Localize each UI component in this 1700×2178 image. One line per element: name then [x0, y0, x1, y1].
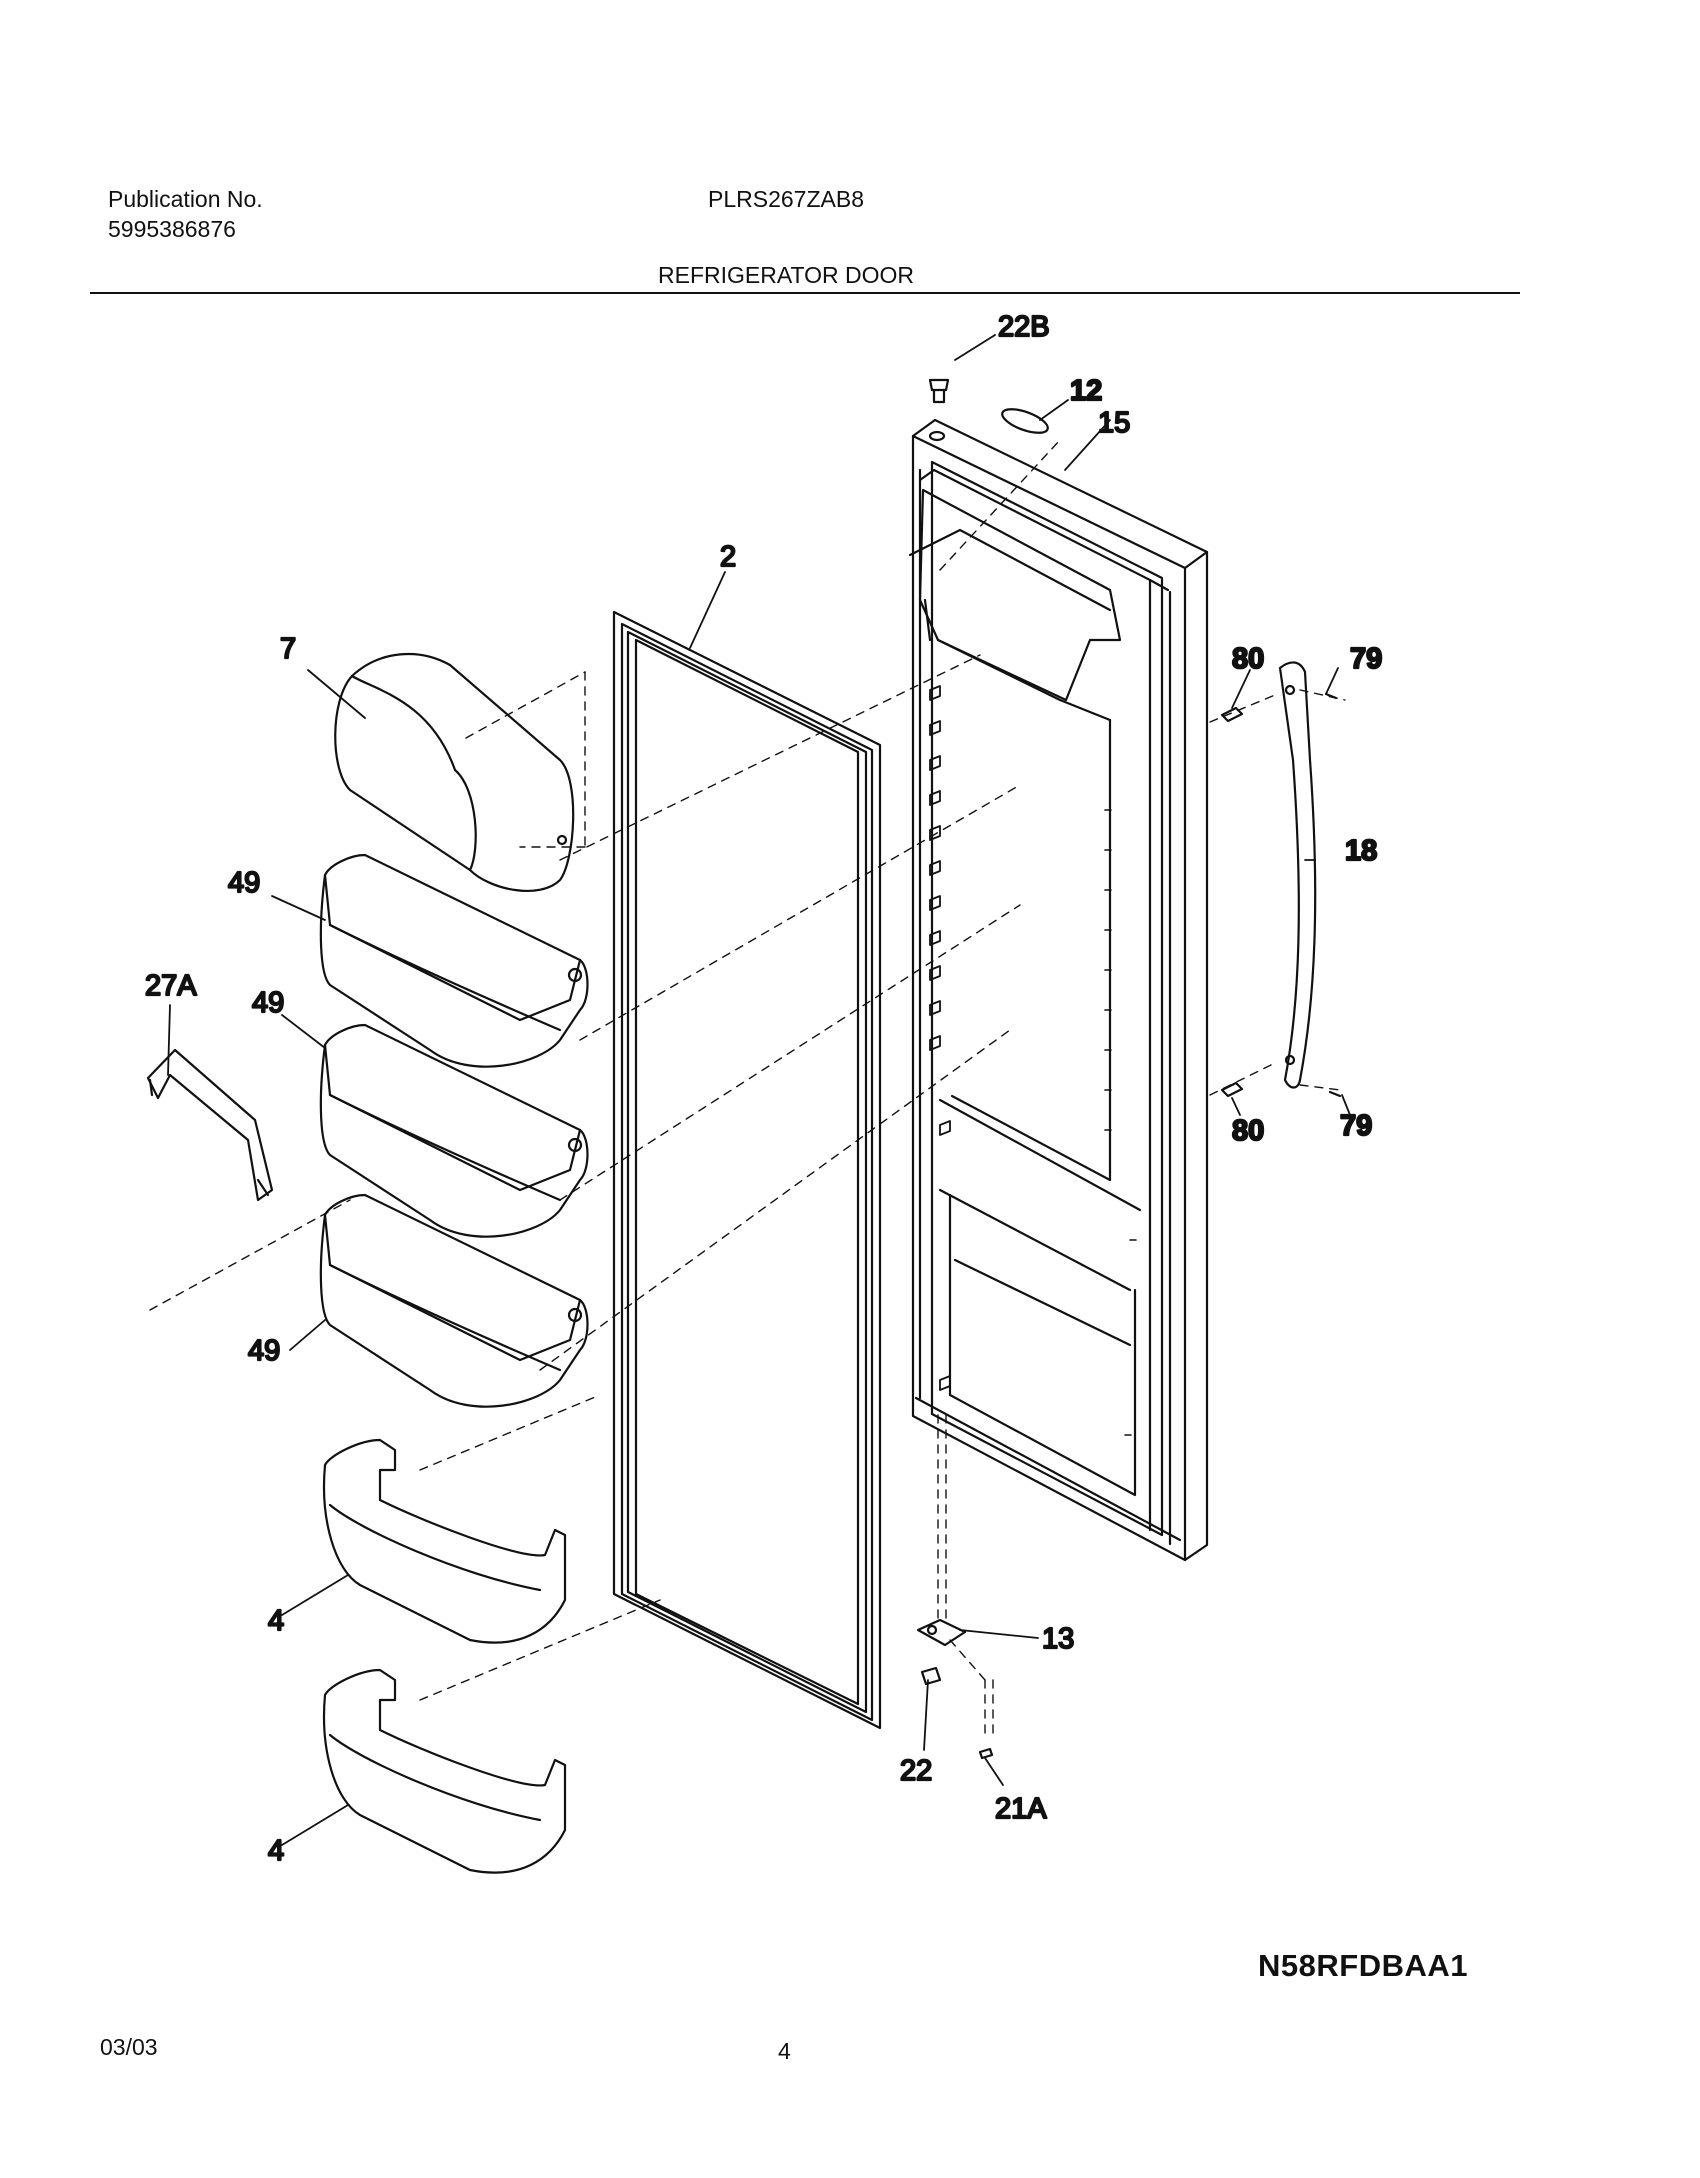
- callout-leaders: [167, 334, 1351, 1846]
- bin-retainer-bar: [146, 1048, 274, 1202]
- callout-18: 18: [1345, 835, 1377, 867]
- model-number: PLRS267ZAB8: [708, 186, 864, 212]
- header-rule: [90, 292, 1520, 294]
- dairy-compartment: [334, 652, 575, 892]
- callout-22: 22: [900, 1755, 932, 1787]
- handle-screw-lower: [1328, 1090, 1342, 1098]
- door-shelf-upper: [323, 1438, 567, 1644]
- callout-2: 2: [720, 541, 736, 573]
- callout-49-middle: 49: [252, 987, 284, 1019]
- diagram-code: N58RFDBAA1: [1258, 1948, 1468, 1983]
- top-cover-plug: [1001, 408, 1049, 434]
- door-gasket: [612, 610, 882, 1730]
- hinge-bushing-top: [928, 378, 950, 442]
- callout-12: 12: [1070, 375, 1102, 407]
- publication-number: 5995386876: [108, 216, 236, 242]
- hinge-bushing-bottom: [920, 1666, 942, 1686]
- callout-22B: 22B: [998, 311, 1050, 343]
- page-number: 4: [778, 2038, 791, 2064]
- section-title: REFRIGERATOR DOOR: [658, 262, 914, 288]
- door-bin-middle: [319, 1023, 589, 1238]
- callout-49-upper: 49: [228, 867, 260, 899]
- callout-7: 7: [280, 633, 296, 665]
- callout-4-upper: 4: [268, 1605, 284, 1637]
- callout-79-lower: 79: [1340, 1110, 1372, 1142]
- handle-stud-upper: [1220, 706, 1244, 723]
- callout-13: 13: [1042, 1623, 1074, 1655]
- revision-date: 03/03: [100, 2034, 158, 2060]
- door-bin-lower: [319, 1193, 589, 1408]
- callout-79-upper: 79: [1350, 643, 1382, 675]
- hinge-screw: [978, 1747, 994, 1760]
- door-shelf-lower: [323, 1668, 567, 1874]
- callout-49-lower: 49: [248, 1335, 280, 1367]
- handle-stud-lower: [1220, 1081, 1244, 1098]
- callout-80-lower: 80: [1232, 1115, 1264, 1147]
- door-handle: [1278, 661, 1317, 1089]
- callout-80-upper: 80: [1232, 643, 1264, 675]
- bottom-hinge-bracket: [916, 1618, 967, 1647]
- callout-15: 15: [1098, 407, 1130, 439]
- callout-21A: 21A: [995, 1793, 1047, 1825]
- handle-screw-upper: [1324, 692, 1338, 700]
- publication-label: Publication No.: [108, 186, 263, 212]
- callout-27A: 27A: [145, 970, 197, 1002]
- door-assembly: [908, 418, 1209, 1562]
- callout-4-lower: 4: [268, 1835, 284, 1867]
- door-bin-upper: [319, 853, 589, 1068]
